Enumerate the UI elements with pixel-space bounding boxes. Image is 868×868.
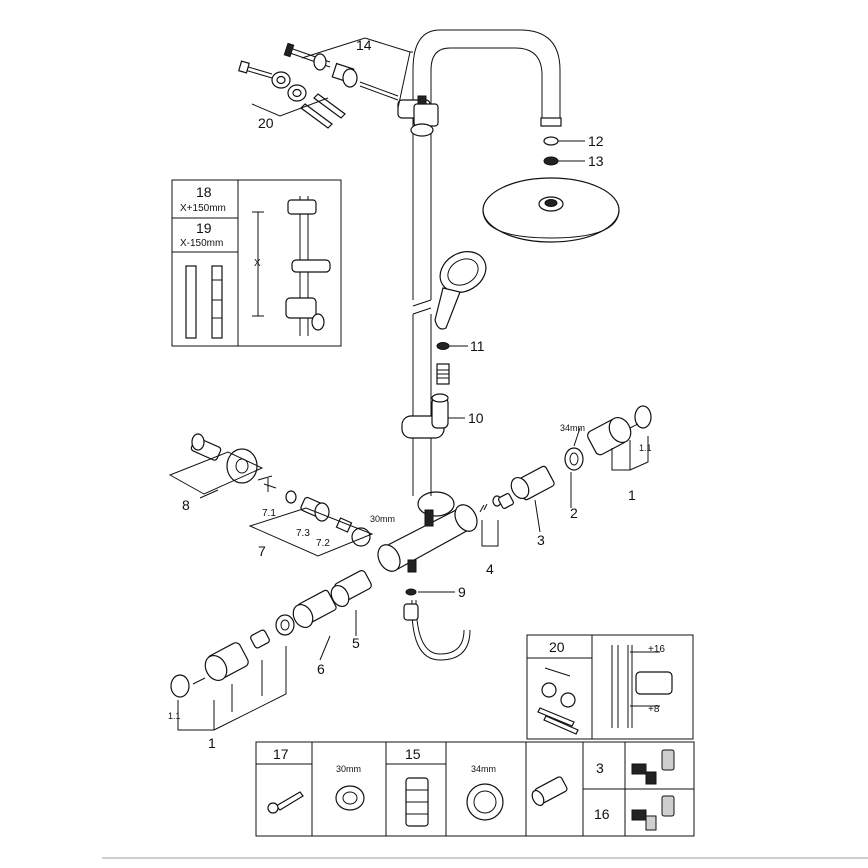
wall-bracket-top	[397, 95, 439, 137]
inset-height-adjustment: 18 X+150mm 19 X-150mm X	[171, 179, 342, 347]
callout-1-1-left: 1.1	[168, 711, 181, 721]
callout-14: 14	[356, 37, 372, 53]
callout-8: 8	[182, 497, 190, 513]
callout-7: 7	[258, 543, 266, 559]
part-1-handle-left	[170, 629, 287, 731]
part-14-fixing-set	[283, 37, 413, 109]
callout-6: 6	[317, 661, 325, 677]
callout-7-3: 7.3	[296, 528, 310, 539]
part-2-nut-right	[564, 447, 584, 471]
inset-18-sub: X+150mm	[180, 203, 226, 214]
part-20-dowels-screws	[238, 60, 346, 129]
callout-13: 13	[588, 153, 604, 169]
callout-7-1: 7.1	[262, 508, 276, 519]
thermostat-mixer-body	[377, 480, 478, 573]
hand-shower	[411, 251, 487, 330]
callout-7-2: 7.2	[316, 538, 330, 549]
tools-box: 17 15 30mm 34mm	[255, 741, 527, 837]
shower-riser-pipe	[412, 29, 562, 480]
callout-10: 10	[468, 410, 484, 426]
callout-3: 3	[537, 532, 545, 548]
part-3-cartridge-right	[510, 465, 555, 501]
tool-15-number: 15	[405, 746, 421, 762]
spare-16-number: 16	[594, 806, 610, 822]
part-1-handle-right	[587, 405, 652, 471]
inset-20-number: 20	[549, 639, 565, 655]
part-11-hose-washer	[436, 342, 468, 385]
part-7-eccentric-set	[248, 490, 374, 557]
inset-plus8: +8	[648, 704, 660, 715]
callout-5: 5	[352, 635, 360, 651]
leaders-right	[534, 427, 581, 533]
tool-30mm-label: 30mm	[336, 764, 361, 774]
callout-1-left: 1	[208, 735, 216, 751]
callout-1-1-right: 1.1	[639, 443, 652, 453]
inset-18-number: 18	[196, 184, 212, 200]
inset-19-number: 19	[196, 220, 212, 236]
callout-9: 9	[458, 584, 466, 600]
callout-30mm: 30mm	[370, 514, 395, 524]
tool-34mm-label: 34mm	[471, 764, 496, 774]
leaders-left	[199, 489, 357, 661]
inset-wall-mount: 20 +16 +8	[526, 634, 694, 740]
spare-parts-box: 3 16	[525, 741, 695, 837]
part-8-wall-connector	[168, 433, 277, 495]
part-10-slide-holder	[401, 393, 465, 439]
part-4-check-valve	[479, 492, 515, 547]
callout-2: 2	[570, 505, 578, 521]
callout-4: 4	[486, 561, 494, 577]
inset-19-sub: X-150mm	[180, 238, 223, 249]
shower-hose	[403, 588, 471, 661]
spare-3-number: 3	[596, 760, 604, 776]
overhead-shower-head	[482, 136, 620, 243]
tool-17-number: 17	[273, 746, 289, 762]
callout-20: 20	[258, 115, 274, 131]
callout-12: 12	[588, 133, 604, 149]
inset-plus16: +16	[648, 644, 665, 655]
callout-1-right: 1	[628, 487, 636, 503]
callout-11: 11	[470, 338, 485, 354]
part-6-cartridge	[275, 589, 337, 636]
part-5-cartridge	[330, 569, 372, 608]
inset-x-label: X	[254, 258, 261, 269]
callout-34mm: 34mm	[560, 423, 585, 433]
